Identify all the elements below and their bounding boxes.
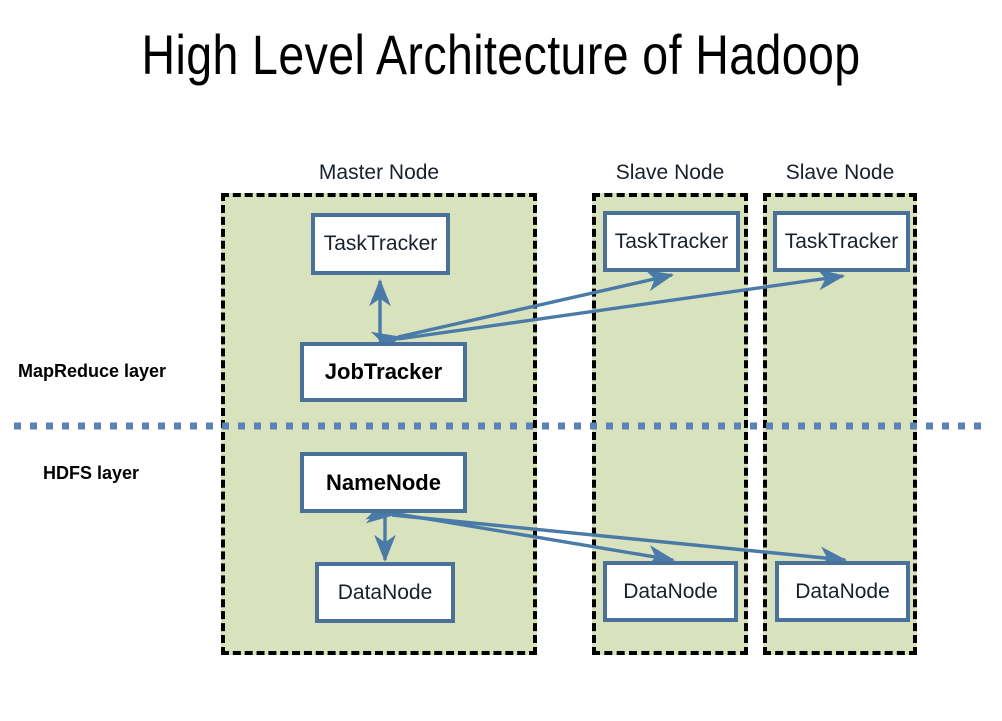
node-master-datanode[interactable]: DataNode: [315, 562, 455, 623]
node-slave2-datanode[interactable]: DataNode: [775, 561, 910, 622]
node-master-tasktracker[interactable]: TaskTracker: [311, 213, 450, 275]
node-master-namenode[interactable]: NameNode: [300, 452, 467, 513]
layer-label-mapreduce: MapReduce layer: [18, 361, 167, 381]
caption-slave-node-2: Slave Node: [785, 161, 895, 184]
node-slave1-tasktracker[interactable]: TaskTracker: [603, 211, 740, 272]
caption-slave-node-1: Slave Node: [615, 161, 725, 184]
node-slave1-datanode[interactable]: DataNode: [603, 561, 738, 622]
page-title: High Level Architecture of Hadoop: [141, 23, 861, 86]
caption-master-node: Master Node: [318, 161, 440, 184]
node-master-jobtracker[interactable]: JobTracker: [300, 342, 467, 402]
node-slave2-tasktracker[interactable]: TaskTracker: [773, 211, 910, 272]
layer-label-hdfs: HDFS layer: [43, 463, 140, 483]
